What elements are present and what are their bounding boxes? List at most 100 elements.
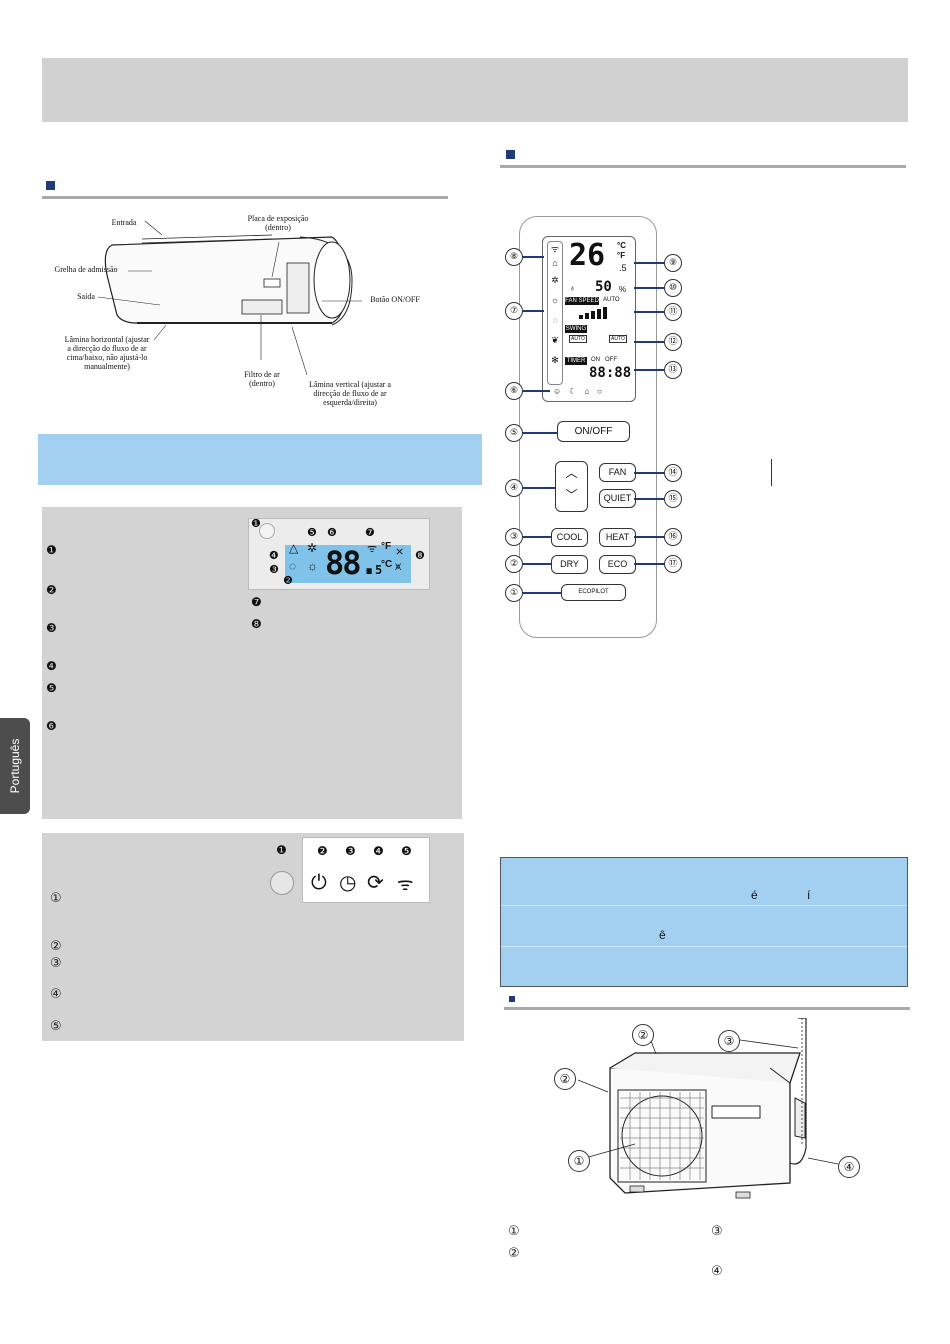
leader-15 [634,498,664,500]
lcd-unit-f: °F [381,541,392,552]
lcd-unit-c: °C [381,559,393,570]
temp-up-down-button[interactable]: ︿ ﹀ [555,461,588,512]
wifi-icon: ᯤ [550,244,560,254]
clock-icon: ◷ [339,872,357,894]
timer-label: TIMER [565,357,587,365]
leader-6 [522,390,550,392]
info-box: é í ê [500,857,908,987]
label-lamina-vertical: Lâmina vertical (ajustar a direcção de f… [309,380,391,407]
bullet-1: ❶ [46,543,57,557]
chevron-up-icon[interactable]: ︿ [565,466,578,480]
swing-label: SWING [565,325,587,333]
outdoor-callout-3: ③ [718,1030,740,1052]
lcd-callout-4: ❹ [269,549,279,562]
leader-8 [522,256,544,258]
heat-button[interactable]: HEAT [599,528,636,547]
cool-button[interactable]: COOL [551,528,588,547]
remote-callout-2: ② [505,555,523,573]
quiet-button[interactable]: QUIET [599,489,636,508]
panel2-callout-2: ❷ [317,844,328,858]
label-entrada: Entrada [111,218,137,227]
info-row-2: ê [501,906,907,947]
lcd-callout-1: ❶ [251,517,261,530]
label-lamina-horizontal: Lâmina horizontal (ajustar a direcção do… [64,335,150,371]
remote-temp: 26 [569,238,606,273]
drop-icon: ◌ [289,559,297,573]
lcd-callout-7: ❼ [365,526,375,539]
bullet-3: ❸ [46,621,57,635]
dry-button[interactable]: DRY [551,555,588,574]
remote-callout-6: ⑥ [505,382,523,400]
remote-callout-4: ④ [505,479,523,497]
remote-humidity-unit: % [619,285,627,294]
panel2-callout-4: ❹ [373,844,384,858]
bullet-2: ❷ [46,583,57,597]
remote-callout-5: ⑤ [505,424,523,442]
swing-auto-1: AUTO [569,335,587,343]
leader-9 [634,262,664,264]
outdoor-legend-1: ① [508,1224,520,1239]
section-marker-outdoor [509,996,515,1002]
indoor-unit-illustration [97,220,362,376]
label-botao-onoff: Botão ON/OFF [370,295,420,304]
leader-17 [634,563,664,565]
vertical-divider [771,459,772,486]
bullet-6: ❻ [46,719,57,733]
wifi-icon: ᯤ [397,874,414,894]
remote-callout-8: ⑧ [505,248,523,266]
fan-auto-label: AUTO [603,297,620,303]
outdoor-unit-diagram: ① ② ② ③ ④ [540,1017,860,1208]
eco-button[interactable]: ECO [599,555,636,574]
bullet-circ-4: ④ [50,987,62,1002]
info-char-e-circ: ê [659,928,666,942]
display-panel-2: ① ② ③ ④ ⑤ ❶ ❷ ❸ ❹ ❺ ⏻ ◷ ⟳ ᯤ [42,833,464,1041]
remote-callout-12: ⑫ [664,333,682,351]
panel2-callout-1: ❶ [276,843,287,857]
lcd-callout-2: ❷ [283,574,293,587]
bullet-circ-3: ③ [50,956,62,971]
label-filtro-ar: Filtro de ar (dentro) [244,370,280,388]
bullet-circ-5: ⑤ [50,1019,62,1034]
outdoor-legend-3: ③ [711,1224,723,1239]
lcd-callout-6: ❻ [327,526,337,539]
snowflake-icon: ✲ [307,541,318,555]
panel2-callout-5: ❺ [401,844,412,858]
lcd-callout-8: ❽ [415,549,425,562]
timer-on-label: ON [591,357,600,363]
timer-value: 88:88 [589,365,632,381]
bullet-7: ❼ [251,595,262,609]
leader-3 [522,536,551,538]
fan-button[interactable]: FAN [599,463,636,482]
bullet-8: ❽ [251,617,262,631]
fan-button-label: FAN [608,467,627,477]
ecopilot-button[interactable]: ECOPILOT [561,584,626,601]
onoff-button[interactable]: ON/OFF [557,421,630,442]
panel2-callout-3: ❸ [345,844,356,858]
outdoor-callout-1: ① [568,1150,590,1172]
outdoor-callout-4: ④ [838,1156,860,1178]
label-saida: Saída [77,292,95,301]
info-band-left [38,434,482,485]
remote-half: .5 [619,263,627,273]
remote-callout-14: ⑭ [664,464,682,482]
fan-icon: ✻ [551,355,559,365]
section-marker-indoor [46,181,55,190]
remote-callout-3: ③ [505,528,523,546]
bullet-circ-1: ① [50,891,62,906]
fan-speed-bars [579,307,615,319]
swing-icon-top: ⨯ [395,546,405,558]
outdoor-callout-2b: ② [632,1024,654,1046]
leader-7 [522,310,544,312]
remote-callout-1: ① [505,584,523,602]
leader-4 [522,487,555,489]
leader-12 [634,341,664,343]
chevron-down-icon[interactable]: ﹀ [565,488,578,502]
mode-icon-column: ᯤ ⌂ ✲ ☼ ◌ ❦ ✻ [547,241,563,385]
info-char-e-acute: é [751,888,758,902]
timer-off-label: OFF [605,357,617,363]
remote-callout-10: ⑩ [664,279,682,297]
bullet-circ-2: ② [50,939,62,954]
power-icon: ⏻ [311,872,327,894]
leader-11 [634,311,664,313]
language-tab-label: Português [8,738,22,794]
